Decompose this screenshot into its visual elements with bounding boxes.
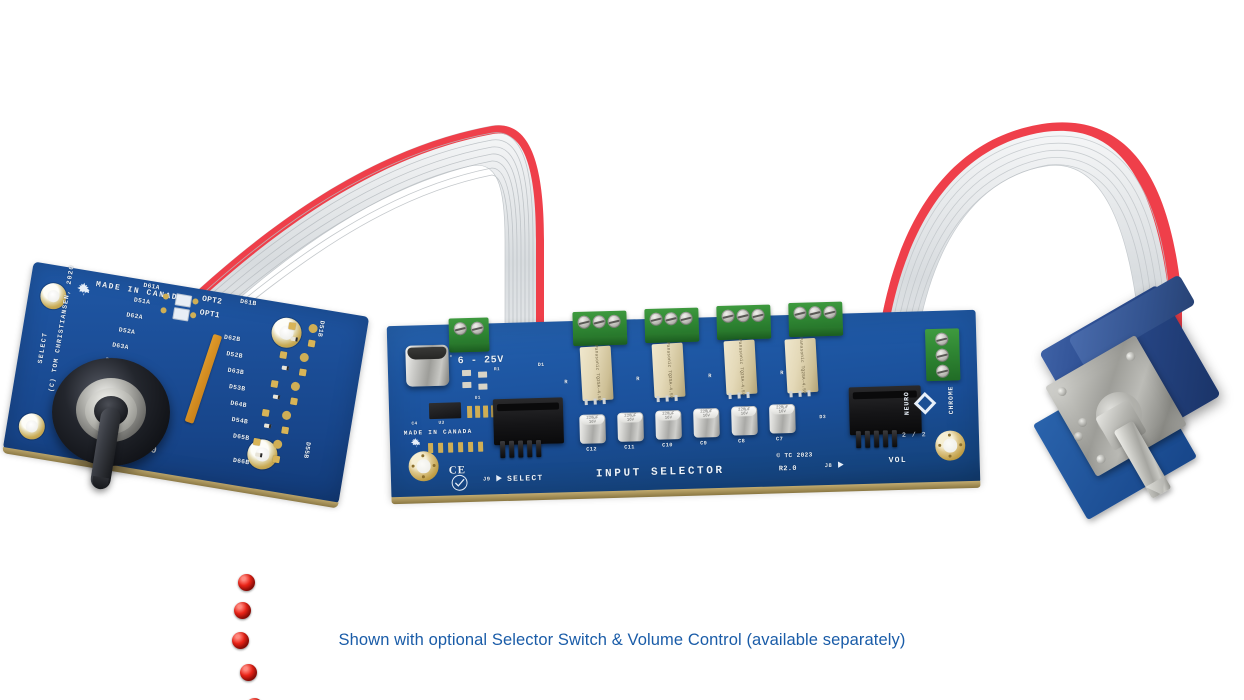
input-terminal[interactable]	[644, 307, 700, 344]
opt1-jumper[interactable]	[172, 307, 191, 322]
pot-locating-tab	[1074, 432, 1083, 441]
signal-relay: Panasonic TQ2SA-4.5V	[723, 338, 758, 400]
signal-relay: Panasonic TQ2SA-4.5V	[651, 341, 686, 403]
ref-c11: C11	[624, 444, 635, 451]
revision-silk: R2.0	[778, 464, 797, 474]
pot-locating-tab	[1078, 418, 1087, 427]
mounting-hole	[16, 411, 47, 442]
selector-switch-pcb: MADE IN CANADA OPT2 OPT1 (C) TOM CHRISTI…	[2, 261, 376, 700]
mounting-hole	[269, 315, 304, 350]
led-indicator	[234, 602, 251, 619]
ref-d66b: D66B	[232, 456, 250, 467]
ref-u1: U1	[474, 395, 481, 401]
opt2-label: OPT2	[201, 294, 223, 307]
ref-c10: C10	[662, 442, 673, 449]
led-indicator	[240, 664, 257, 681]
signal-relay: Panasonic TQ2SA-4.5V	[579, 344, 614, 406]
mounting-hole	[408, 450, 440, 482]
made-in-canada-silk: MADE IN CANADA	[403, 427, 473, 437]
volume-idc-header[interactable]	[848, 385, 922, 436]
select-silk: SELECT	[506, 473, 544, 484]
selector-pcb-substrate: MADE IN CANADA OPT2 OPT1 (C) TOM CHRISTI…	[2, 261, 370, 505]
input-terminal[interactable]	[572, 310, 628, 347]
input-terminal[interactable]	[716, 304, 772, 341]
mounting-hole	[934, 430, 966, 461]
ref-r-4: R	[780, 370, 784, 377]
ref-d62b: D62B	[223, 333, 241, 344]
led-indicator	[238, 574, 255, 591]
ref-d61b: D61B	[239, 297, 257, 308]
ref-d53b: D53B	[228, 383, 246, 393]
ref-d64b: D64B	[229, 399, 248, 410]
ref-d65b: D65B	[232, 432, 250, 443]
select-idc-header[interactable]	[492, 397, 565, 446]
ref-r-3: R	[708, 373, 712, 380]
pin1-marker-icon	[837, 461, 844, 468]
caption-text: Shown with optional Selector Switch & Vo…	[338, 631, 906, 649]
relay-part-text: Panasonic TQ2SA-4.5V	[797, 337, 806, 395]
ref-c9: C9	[700, 440, 708, 447]
vol-silk: VOL	[888, 455, 908, 466]
resistor-array	[184, 333, 223, 424]
power-plus-silk: +	[449, 354, 453, 360]
relay-part-text: Panasonic TQ2SA-4.5V	[664, 341, 673, 399]
volume-header-pins[interactable]	[855, 430, 898, 449]
ref-d63a: D63A	[111, 341, 130, 352]
maple-leaf-icon	[77, 282, 90, 296]
input-terminal[interactable]	[788, 301, 844, 338]
ref-d52b: D52B	[225, 350, 244, 360]
ref-r-2: R	[636, 376, 640, 383]
connector-j8-label: J8	[824, 461, 833, 470]
relay-part-text: Panasonic TQ2SA-4.5V	[592, 344, 601, 402]
rotary-selector-switch[interactable]	[52, 358, 170, 491]
relay-part-text: Panasonic TQ2SA-4.5V	[736, 338, 745, 396]
ref-d51a: D51A	[133, 296, 151, 307]
pin1-marker-icon	[496, 475, 502, 482]
ref-d3: D3	[819, 414, 827, 421]
signal-relay: Panasonic TQ2SA-4.5V	[784, 337, 819, 398]
opt2-jumper[interactable]	[174, 293, 193, 308]
ref-d52a: D52A	[118, 326, 136, 336]
volume-potentiometer[interactable]	[1032, 274, 1222, 532]
bulk-capacitor	[405, 344, 450, 387]
ref-c8: C8	[737, 438, 746, 445]
input-selector-pcb: + 6 - 25V U3 C4 R1 U1 MADE IN CANADA CE	[386, 301, 981, 500]
copyright-silk: © TC 2023	[776, 451, 813, 460]
opt1-label: OPT1	[198, 308, 221, 321]
power-input-terminal[interactable]	[448, 317, 490, 353]
ref-r1: R1	[493, 367, 501, 373]
brand-chrome-silk: CHROME	[947, 385, 956, 415]
maple-leaf-icon	[410, 437, 421, 448]
output-terminal[interactable]	[924, 328, 961, 382]
ref-c12: C12	[586, 446, 597, 453]
ref-u3: U3	[438, 420, 445, 426]
ref-c4: C4	[411, 421, 418, 427]
ref-r-1: R	[564, 379, 568, 386]
ref-d63b: D63B	[227, 366, 245, 377]
ref-d55b: D55B	[302, 441, 312, 459]
connector-j9-label: J9	[482, 475, 491, 483]
ref-d62a: D62A	[125, 311, 144, 321]
board-dimension-silk: 2 / 2	[901, 431, 927, 439]
ref-d54b: D54B	[231, 415, 249, 426]
led-indicator	[246, 698, 263, 700]
ic-u3	[428, 402, 462, 420]
brand-neuro-silk: NEURO	[903, 391, 911, 416]
select-header-pins[interactable]	[499, 439, 542, 459]
ref-c7: C7	[775, 436, 784, 443]
power-voltage-silk: 6 - 25V	[457, 354, 505, 368]
board-title-silk: INPUT SELECTOR	[595, 464, 725, 481]
led-indicator	[232, 632, 249, 649]
ref-d1: D1	[537, 361, 545, 369]
rohs-check-icon	[451, 474, 468, 491]
select-silk: SELECT	[36, 331, 50, 365]
